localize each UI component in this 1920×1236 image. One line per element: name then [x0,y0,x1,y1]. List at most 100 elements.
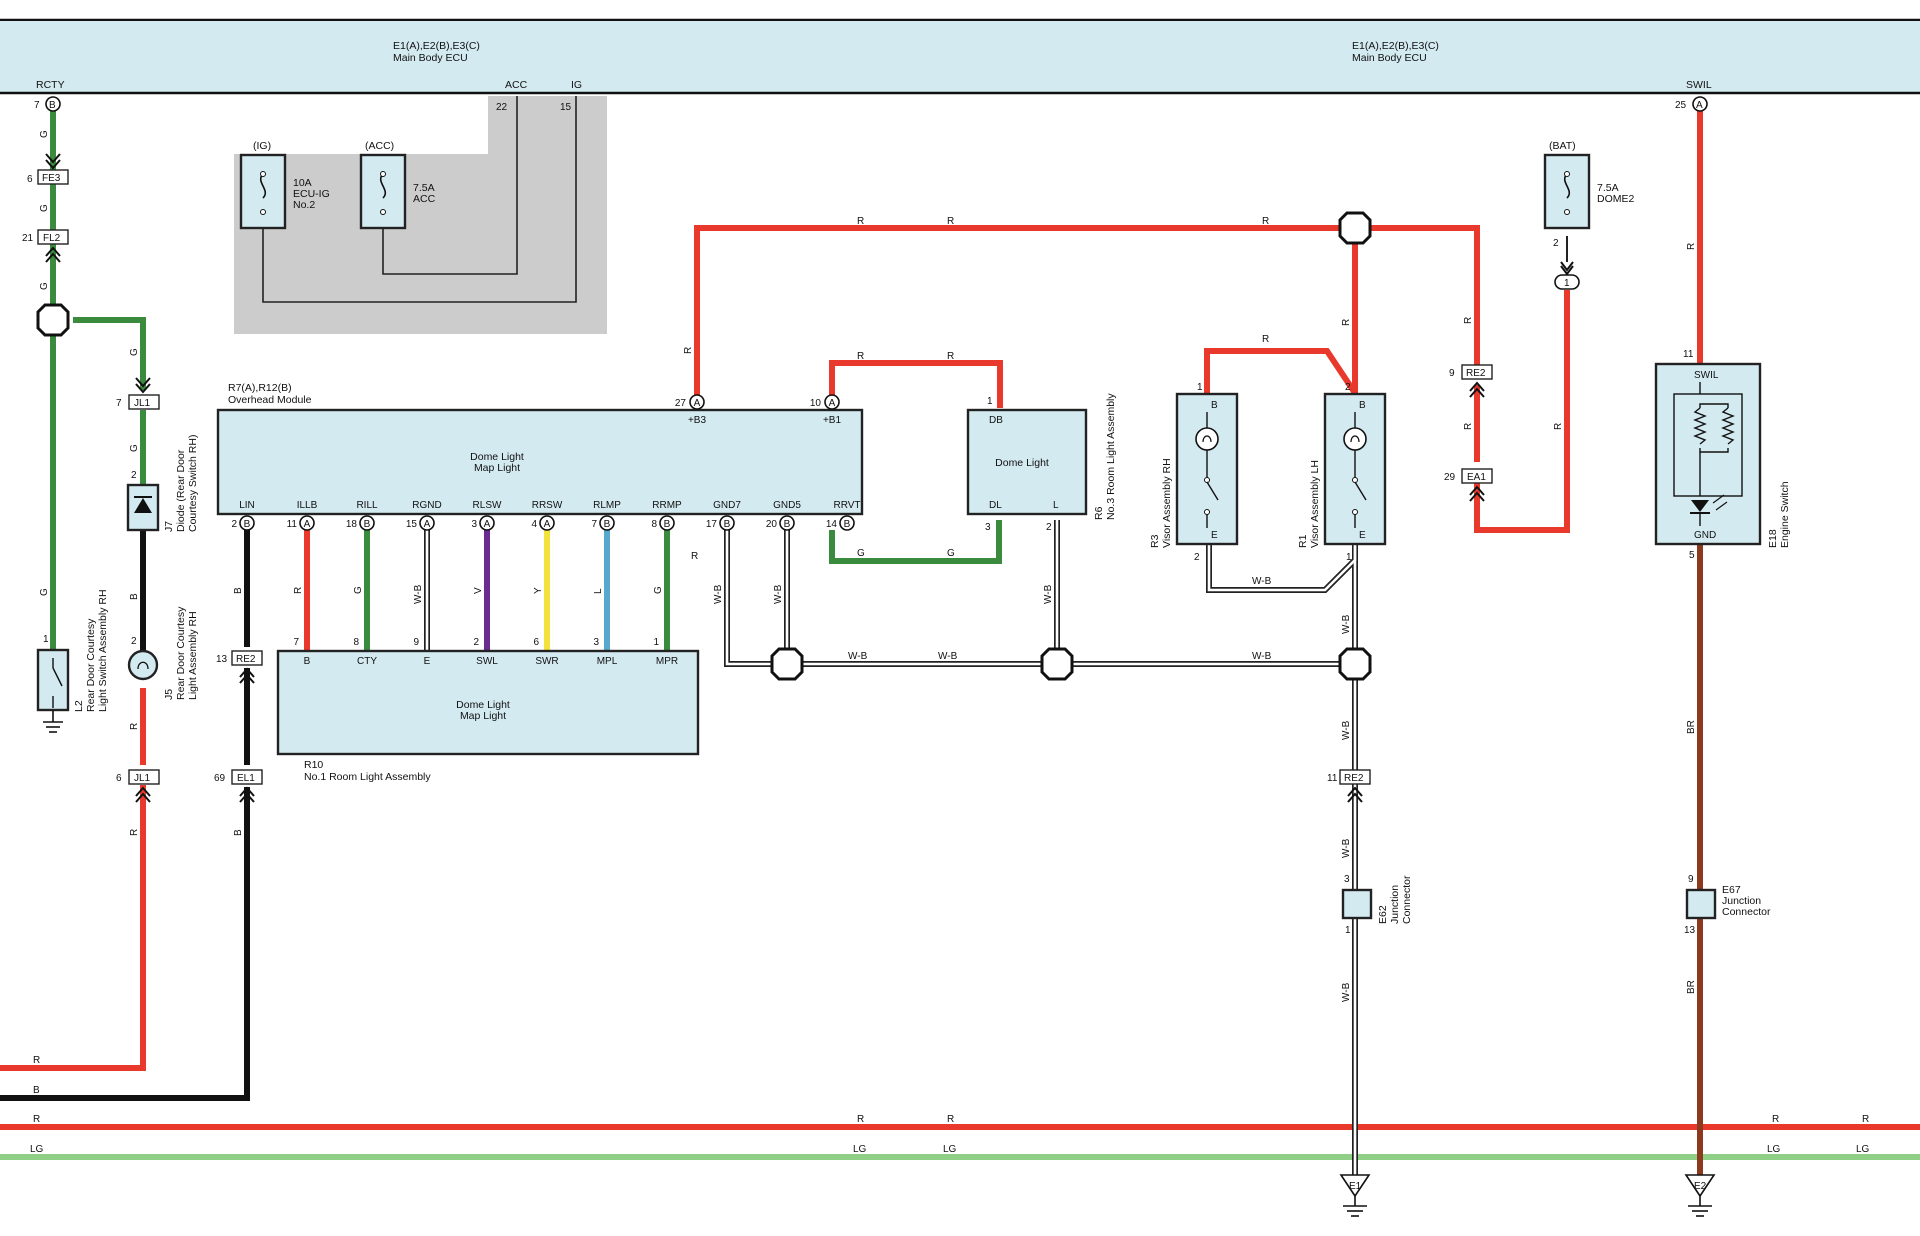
svg-text:Visor Assembly RH: Visor Assembly RH [1161,458,1173,548]
ecu-pin-rcty: 7 B [34,96,61,112]
svg-text:W-B: W-B [713,584,724,604]
svg-text:2: 2 [131,470,137,481]
svg-text:B: B [233,829,244,836]
svg-text:G: G [129,444,140,452]
svg-text:R: R [857,351,864,362]
splice-left [36,303,70,337]
e67-junction-connector: 9 13 E67 Junction Connector [1684,874,1771,936]
svg-text:2: 2 [1345,382,1351,393]
ecu-left-title: E1(A),E2(B),E3(C) [393,40,480,52]
svg-text:L2: L2 [73,700,85,712]
svg-text:E1: E1 [1349,1181,1362,1192]
svg-text:No.1 Room Light Assembly: No.1 Room Light Assembly [304,771,431,783]
fuse-ecu-ig: (IG) 10A ECU-IG No.2 [239,140,330,230]
svg-text:R7(A),R12(B): R7(A),R12(B) [228,382,292,394]
svg-text:J5: J5 [163,689,175,700]
svg-text:G: G [129,348,140,356]
svg-text:B: B [33,1085,40,1096]
svg-text:1: 1 [653,637,659,648]
svg-text:9: 9 [413,637,419,648]
svg-text:B: B [49,100,56,111]
svg-text:RE2: RE2 [1466,368,1486,379]
svg-text:G: G [353,586,364,594]
svg-text:ECU-IG: ECU-IG [293,188,330,200]
svg-text:2: 2 [1046,522,1052,533]
svg-text:A: A [544,519,551,530]
connector-fl2: 21 FL2 [22,229,69,263]
svg-text:69: 69 [214,773,226,784]
fuse-panel-area [234,96,607,334]
svg-text:E: E [424,656,431,667]
svg-text:7.5A: 7.5A [413,182,435,194]
svg-text:1: 1 [987,396,993,407]
svg-text:ILLB: ILLB [297,500,318,511]
wb-network [724,520,1358,1175]
connector-ea1: 29 EA1 [1444,468,1493,502]
svg-text:No.3 Room Light Assembly: No.3 Room Light Assembly [1105,393,1117,520]
svg-text:R: R [947,216,954,227]
svg-text:B: B [364,519,371,530]
svg-text:6: 6 [533,637,539,648]
svg-text:W-B: W-B [1252,651,1272,662]
svg-text:EA1: EA1 [1467,472,1486,483]
svg-text:SWIL: SWIL [1694,370,1719,381]
svg-text:SWR: SWR [535,656,558,667]
svg-text:R: R [1463,423,1474,430]
svg-text:1: 1 [1197,382,1203,393]
svg-text:B: B [724,519,731,530]
svg-text:3: 3 [1344,874,1350,885]
e62-junction-connector: 3 1 E62 Junction Connector [1341,874,1413,936]
svg-text:B: B [129,593,140,600]
svg-text:2: 2 [131,636,137,647]
svg-text:R10: R10 [304,759,323,771]
svg-text:(IG): (IG) [253,140,271,152]
svg-text:L: L [593,588,604,594]
svg-text:R: R [857,216,864,227]
svg-text:B: B [844,519,851,530]
svg-text:A: A [484,519,491,530]
svg-text:RRMP: RRMP [652,500,682,511]
j5-courtesy-light: 2 J5 Rear Door Courtesy Light Assembly R… [127,606,199,700]
svg-text:LG: LG [1767,1144,1781,1155]
svg-text:RILL: RILL [356,500,378,511]
svg-text:RGND: RGND [412,500,441,511]
svg-text:13: 13 [216,654,228,665]
svg-text:R: R [129,723,140,730]
svg-text:ACC: ACC [413,193,436,205]
connector-re2-right: 9 RE2 [1449,364,1493,398]
svg-text:MPL: MPL [597,656,618,667]
ecu-right-title: E1(A),E2(B),E3(C) [1352,40,1439,52]
svg-text:GND: GND [1694,530,1716,541]
svg-text:E: E [1211,530,1218,541]
svg-text:R6: R6 [1093,506,1105,520]
svg-text:14: 14 [826,519,838,530]
ecu-pin-ig: 15 [560,102,572,113]
svg-text:E67: E67 [1722,884,1741,896]
svg-text:FE3: FE3 [42,173,61,184]
svg-text:LG: LG [943,1144,957,1155]
svg-text:R1: R1 [1297,534,1309,548]
svg-text:R: R [947,1114,954,1125]
svg-text:Dome Light: Dome Light [470,451,524,463]
connector-re2-bottom: 11 RE2 [1327,769,1371,803]
svg-text:W-B: W-B [1341,982,1352,1002]
svg-text:7: 7 [591,519,597,530]
svg-text:SWL: SWL [476,656,498,667]
svg-text:E62: E62 [1377,905,1389,924]
splice-top-red [1338,211,1372,245]
ecu-term-ig: IG [571,79,582,91]
svg-text:3: 3 [471,519,477,530]
svg-text:B: B [604,519,611,530]
svg-text:RRVT: RRVT [833,500,860,511]
svg-text:18: 18 [346,519,358,530]
svg-text:G: G [653,586,664,594]
svg-text:3: 3 [985,522,991,533]
svg-text:FL2: FL2 [43,233,61,244]
